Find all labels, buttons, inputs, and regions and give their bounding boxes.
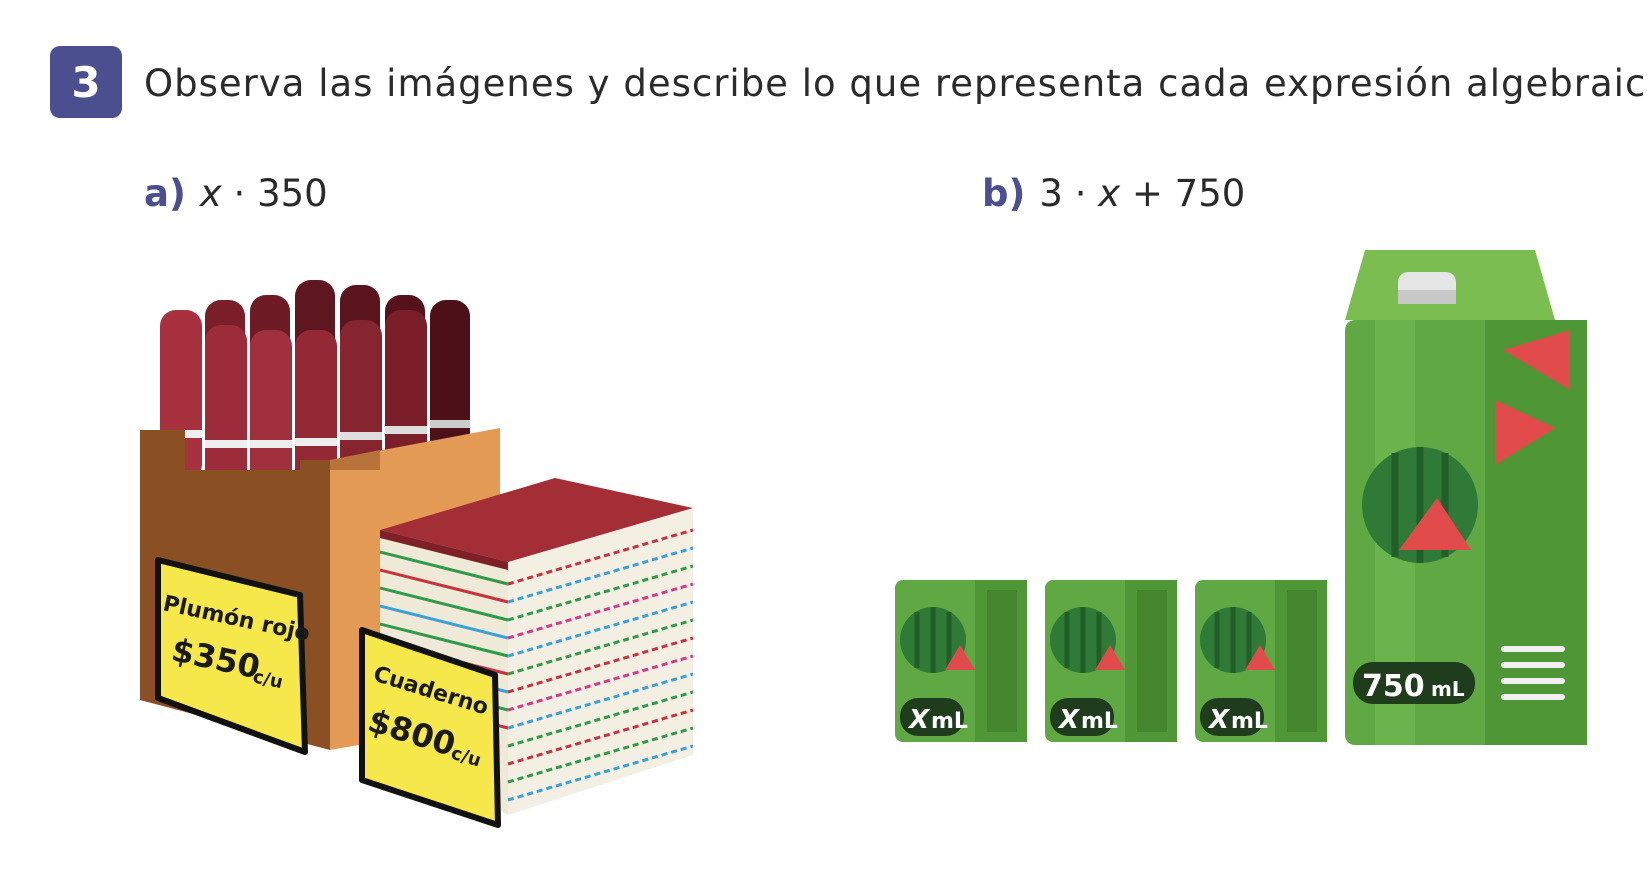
item-a-variable: x [199, 172, 222, 215]
small-juice-carton: X mL [1195, 580, 1327, 742]
item-b-variable: x [1098, 172, 1121, 215]
item-a-label: a) [144, 172, 186, 215]
large-carton-unit: mL [1431, 677, 1465, 701]
small-carton-var: X [1207, 705, 1231, 735]
small-carton-unit: mL [931, 709, 968, 734]
exercise-instruction: Observa las imágenes y describe lo que r… [144, 62, 1647, 105]
item-b-label: b) [982, 172, 1026, 215]
marker-price-tag: Plumón rojo $350 c/u [155, 557, 312, 755]
large-juice-carton: 750 mL [1345, 250, 1587, 745]
markers-and-notebooks-illustration: Plumón rojo $350 c/u [140, 280, 694, 828]
item-a-expression: · 350 [221, 172, 328, 215]
small-carton-unit: mL [1081, 709, 1118, 734]
small-carton-unit: mL [1231, 709, 1268, 734]
small-juice-carton: X mL [1045, 580, 1177, 742]
item-b: b) 3 · x + 750 [982, 172, 1245, 215]
exercise-number-badge: 3 [50, 46, 122, 118]
item-b-expression: + 750 [1120, 172, 1246, 215]
large-carton-value: 750 [1362, 669, 1425, 704]
notebook-price-tag: Cuaderno $800 c/u [359, 627, 501, 828]
small-carton-var: X [907, 705, 931, 735]
notebook-stack [379, 478, 694, 815]
juice-cartons-illustration: X mL X mL X mL 750 mL [895, 250, 1587, 745]
small-juice-carton: X mL [895, 580, 1027, 742]
small-carton-var: X [1057, 705, 1081, 735]
item-b-coefficient: 3 · [1039, 172, 1099, 215]
item-a: a) x · 350 [144, 172, 328, 215]
